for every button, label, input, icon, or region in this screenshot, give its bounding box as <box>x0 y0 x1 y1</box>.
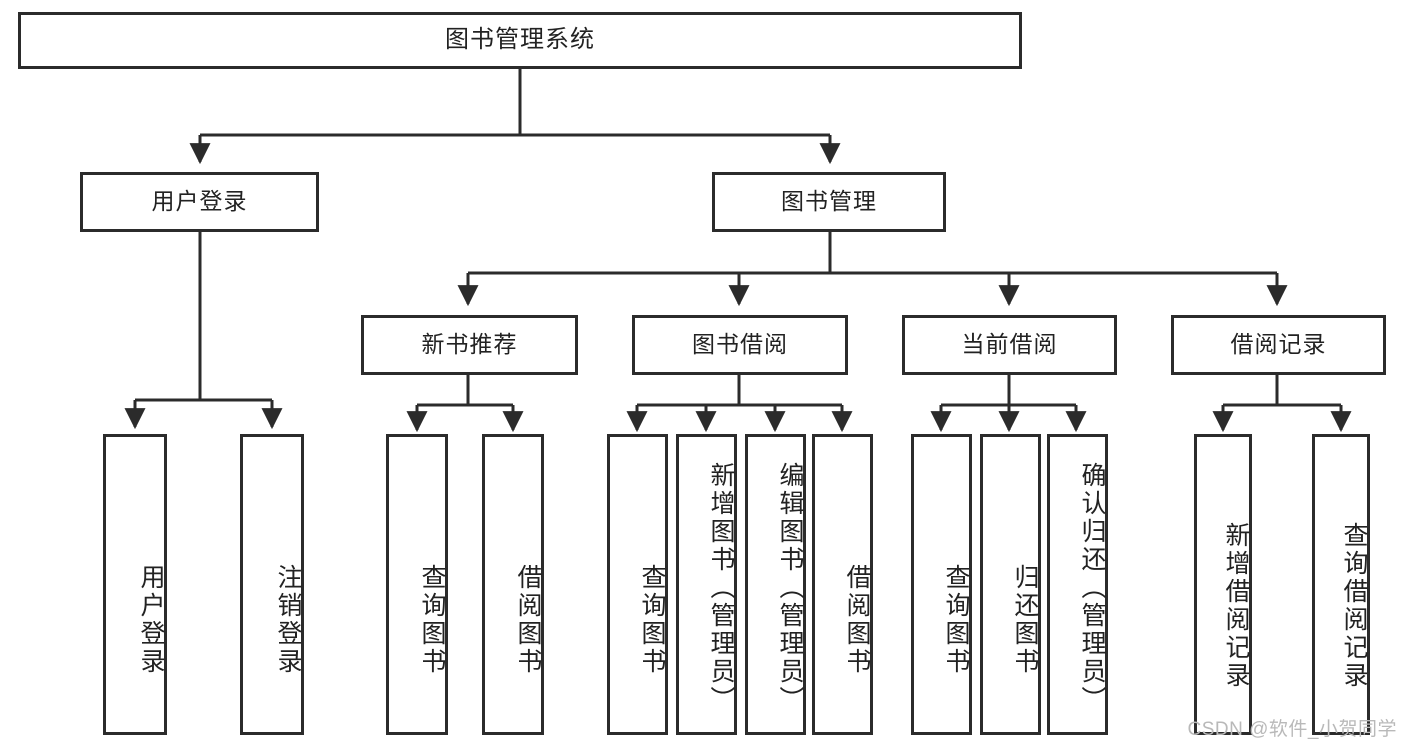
node-label: 用户登录 <box>151 188 248 215</box>
node-leaf-add-book[interactable]: 新增图书（管理员） <box>676 434 737 735</box>
node-label: 新书推荐 <box>421 331 518 358</box>
node-label: 用户登录 <box>137 563 165 676</box>
node-label: 借阅图书 <box>514 563 542 676</box>
node-leaf-edit-book[interactable]: 编辑图书（管理员） <box>745 434 806 735</box>
node-label: 注销登录 <box>274 563 302 676</box>
node-leaf-return-book[interactable]: 归还图书 <box>980 434 1041 735</box>
node-label: 图书管理 <box>781 188 877 215</box>
node-label: 新增借阅记录 <box>1222 521 1250 690</box>
node-leaf-query-book-current[interactable]: 查询图书 <box>911 434 972 735</box>
node-label: 确认归还（管理员） <box>1078 461 1106 714</box>
node-root-library-system[interactable]: 图书管理系统 <box>18 12 1022 69</box>
watermark-credit: CSDN @软件_小贺同学 <box>1187 719 1397 740</box>
node-label: 当前借阅 <box>961 331 1058 358</box>
node-borrow-record[interactable]: 借阅记录 <box>1171 315 1386 375</box>
node-label: 编辑图书（管理员） <box>776 461 804 714</box>
node-leaf-borrow-book-recommend[interactable]: 借阅图书 <box>482 434 544 735</box>
node-label: 查询图书 <box>638 563 666 676</box>
node-label: 查询图书 <box>942 563 970 676</box>
node-leaf-user-login[interactable]: 用户登录 <box>103 434 167 735</box>
node-leaf-add-borrow-record[interactable]: 新增借阅记录 <box>1194 434 1252 735</box>
node-leaf-logout-login[interactable]: 注销登录 <box>240 434 304 735</box>
node-label: 借阅记录 <box>1230 331 1327 358</box>
node-book-borrow[interactable]: 图书借阅 <box>632 315 848 375</box>
node-leaf-confirm-return[interactable]: 确认归还（管理员） <box>1047 434 1108 735</box>
node-user-login[interactable]: 用户登录 <box>80 172 319 232</box>
node-label: 新增图书（管理员） <box>707 461 735 714</box>
node-label: 查询借阅记录 <box>1340 521 1368 690</box>
node-label: 查询图书 <box>418 563 446 676</box>
node-new-book-recommend[interactable]: 新书推荐 <box>361 315 578 375</box>
node-current-borrow[interactable]: 当前借阅 <box>902 315 1117 375</box>
node-label: 图书管理系统 <box>445 26 595 54</box>
node-leaf-query-book-borrow[interactable]: 查询图书 <box>607 434 668 735</box>
node-label: 借阅图书 <box>843 563 871 676</box>
node-label: 归还图书 <box>1011 563 1039 676</box>
node-leaf-query-book-recommend[interactable]: 查询图书 <box>386 434 448 735</box>
node-book-management[interactable]: 图书管理 <box>712 172 946 232</box>
node-label: 图书借阅 <box>692 331 788 358</box>
node-leaf-query-borrow-record[interactable]: 查询借阅记录 <box>1312 434 1370 735</box>
node-leaf-borrow-book[interactable]: 借阅图书 <box>812 434 873 735</box>
